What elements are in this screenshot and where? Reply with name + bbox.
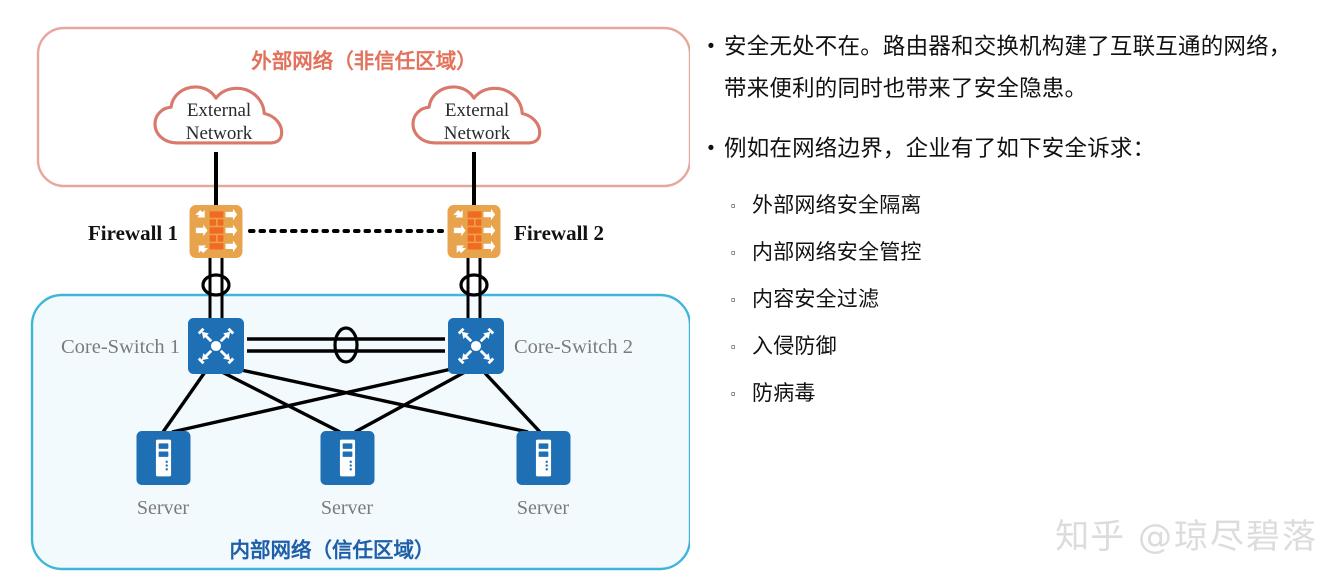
list-item: ▫ 防病毒 <box>728 376 1312 412</box>
bullet-text: 例如在网络边界，企业有了如下安全诉求： <box>724 136 1156 161</box>
watermark-logo: 知乎 <box>1055 517 1126 557</box>
firewall-icon <box>189 205 243 258</box>
security-requirements-list: ▫ 外部网络安全隔离 ▫ 内部网络安全管控 ▫ 内容安全过滤 ▫ 入侵防御 ▫ … <box>698 188 1312 412</box>
eth-trunk-marker-switches <box>333 326 359 364</box>
bullet-marker-icon: • <box>707 36 715 57</box>
server-3-label: Server <box>517 497 570 519</box>
core-switch-1-label: Core-Switch 1 <box>61 336 180 358</box>
cloud-1-label-line2: Network <box>186 123 253 144</box>
list-item-label: 入侵防御 <box>752 335 837 358</box>
server-icon <box>320 431 375 485</box>
firewall-2-node: Firewall 2 <box>447 205 604 258</box>
core-switch-2-label: Core-Switch 2 <box>514 336 633 358</box>
list-item-label: 外部网络安全隔离 <box>752 194 922 217</box>
external-zone-title: 外部网络（非信任区域） <box>251 49 477 73</box>
server-icon <box>136 431 191 485</box>
bullet-marker-icon: • <box>707 138 715 159</box>
external-network-cloud-1: External Network <box>153 85 284 145</box>
list-item-label: 内部网络安全管控 <box>752 241 922 264</box>
firewall-icon <box>447 205 501 258</box>
bullet-text: 安全无处不在。路由器和交换机构建了互联互通的网络，带来便利的同时也带来了安全隐患… <box>724 34 1292 101</box>
square-bullet-icon: ▫ <box>731 245 736 260</box>
server-1-node: Server <box>136 431 191 519</box>
firewall-2-label: Firewall 2 <box>514 221 604 245</box>
square-bullet-icon: ▫ <box>731 292 736 307</box>
server-3-node: Server <box>516 431 571 519</box>
bullet-item: • 安全无处不在。路由器和交换机构建了互联互通的网络，带来便利的同时也带来了安全… <box>698 26 1312 110</box>
bullet-text-panel: • 安全无处不在。路由器和交换机构建了互联互通的网络，带来便利的同时也带来了安全… <box>690 0 1342 584</box>
server-2-node: Server <box>320 431 375 519</box>
server-icon <box>516 431 571 485</box>
watermark-handle: @琼尽碧落 <box>1138 517 1318 557</box>
external-zone-box <box>36 26 690 188</box>
link-switch2-server3 <box>482 370 542 434</box>
cloud-1-label-line1: External <box>187 100 251 121</box>
server-2-label: Server <box>321 497 374 519</box>
list-item-label: 防病毒 <box>752 382 816 405</box>
firewall-1-node: Firewall 1 <box>88 205 243 258</box>
core-switch-1-node: Core-Switch 1 <box>61 318 244 374</box>
switch-icon <box>188 318 244 374</box>
switch-icon <box>448 318 504 374</box>
link-switch1-server2 <box>221 370 341 434</box>
internal-zone-title: 内部网络（信任区域） <box>230 538 435 562</box>
link-switch2-server1 <box>171 366 457 434</box>
list-item: ▫ 内部网络安全管控 <box>728 235 1312 271</box>
watermark: 知乎 @琼尽碧落 <box>1055 509 1318 558</box>
network-topology-diagram: 外部网络（非信任区域） 内部网络（信任区域） <box>30 26 690 571</box>
bullet-item: • 例如在网络边界，企业有了如下安全诉求： <box>698 128 1312 170</box>
square-bullet-icon: ▫ <box>731 386 736 401</box>
server-1-label: Server <box>137 497 190 519</box>
square-bullet-icon: ▫ <box>731 339 736 354</box>
eth-trunk-marker-fw1 <box>201 273 231 297</box>
link-switch2-server2 <box>354 370 466 434</box>
list-item: ▫ 入侵防御 <box>728 329 1312 365</box>
firewall-1-label: Firewall 1 <box>88 221 178 245</box>
external-network-cloud-2: External Network <box>411 85 542 145</box>
list-item-label: 内容安全过滤 <box>752 288 880 311</box>
link-switch1-server1 <box>161 371 207 433</box>
core-switch-2-node: Core-Switch 2 <box>448 318 633 374</box>
eth-trunk-marker-fw2 <box>459 273 489 297</box>
cloud-2-label-line1: External <box>445 100 509 121</box>
square-bullet-icon: ▫ <box>731 198 736 213</box>
cloud-2-label-line2: Network <box>444 123 511 144</box>
link-switch1-server3 <box>231 366 529 434</box>
list-item: ▫ 内容安全过滤 <box>728 282 1312 318</box>
list-item: ▫ 外部网络安全隔离 <box>728 188 1312 224</box>
